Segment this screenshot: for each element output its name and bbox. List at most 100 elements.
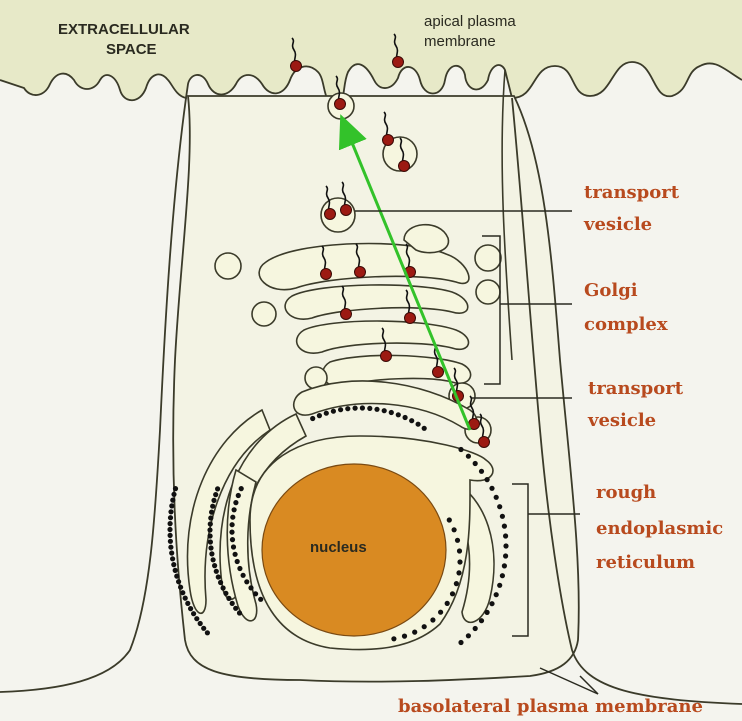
label-rough-er-2: endoplasmic [596,518,723,539]
ribosome-dot [173,486,178,491]
protein-dot [433,367,444,378]
ribosome-dot [458,447,463,452]
ribosome-dot [500,573,505,578]
label-basolateral-membrane: basolateral plasma membrane [398,696,703,717]
label-transport-vesicle-bottom: transport [588,378,684,399]
ribosome-dot [208,521,213,526]
ribosome-dot [402,634,407,639]
ribosome-dot [209,509,214,514]
ribosome-dot [489,486,494,491]
label-golgi: Golgi [584,280,638,301]
ribosome-dot [454,581,459,586]
ribosome-dot [208,515,213,520]
ribosome-dot [205,630,210,635]
ribosome-dot [331,409,336,414]
ribosome-dot [230,515,235,520]
ribosome-dot [188,606,193,611]
ribosome-dot [457,548,462,553]
protein-dot [399,161,410,172]
ribosome-dot [198,621,203,626]
ribosome-dot [173,568,178,573]
ribosome-dot [466,454,471,459]
ribosome-dot [171,562,176,567]
ribosome-dot [226,596,231,601]
ribosome-dot [457,559,462,564]
ribosome-dot [183,596,188,601]
ribosome-dot [382,408,387,413]
ribosome-dot [221,585,226,590]
ribosome-dot [450,591,455,596]
ribosome-dot [324,411,329,416]
ribosome-dot [191,611,196,616]
ribosome-dot [168,545,173,550]
label-transport-vesicle-bottom-2: vesicle [587,410,656,431]
ribosome-dot [209,551,214,556]
ribosome-dot [466,633,471,638]
ribosome-dot [310,416,315,421]
protein-dot [341,205,352,216]
ribosome-dot [171,492,176,497]
ribosome-dot [502,563,507,568]
ribosome-dot [229,530,234,535]
ribosome-dot [170,498,175,503]
ribosome-dot [360,405,365,410]
ribosome-dot [430,617,435,622]
protein-dot [393,57,404,68]
ribosome-dot [180,590,185,595]
ribosome-dot [494,495,499,500]
label-rough-er: rough [596,482,656,503]
ribosome-dot [479,469,484,474]
ribosome-dot [456,570,461,575]
ribosome-dot [248,585,253,590]
ribosome-dot [169,550,174,555]
ribosome-dot [168,533,173,538]
ribosome-dot [253,591,258,596]
ribosome-dot [208,539,213,544]
ribosome-dot [494,592,499,597]
protein-dot [383,135,394,146]
ribosome-dot [438,610,443,615]
ribosome-dot [409,418,414,423]
ribosome-dot [235,559,240,564]
ribosome-dot [497,583,502,588]
ribosome-dot [236,493,241,498]
ribosome-dot [168,539,173,544]
ribosome-dot [215,486,220,491]
ribosome-dot [239,486,244,491]
ribosome-dot [194,616,199,621]
ribosome-dot [485,477,490,482]
ribosome-dot [258,597,263,602]
ribosome-dot [412,630,417,635]
ribosome-dot [374,407,379,412]
ribosome-dot [452,527,457,532]
ribosome-dot [485,610,490,615]
ribosome-dot [447,517,452,522]
label-apical-membrane: apical plasma [424,13,516,30]
ribosome-dot [216,574,221,579]
ribosome-dot [503,553,508,558]
ribosome-dot [345,406,350,411]
protein-dot [291,61,302,72]
ribosome-dot [503,543,508,548]
label-transport-vesicle-top: transport [584,182,680,203]
ribosome-dot [237,566,242,571]
ribosome-dot [458,640,463,645]
label-nucleus: nucleus [310,539,367,556]
ribosome-dot [317,413,322,418]
ribosome-dot [416,422,421,427]
ribosome-dot [244,579,249,584]
ribosome-dot [176,579,181,584]
ribosome-dot [489,601,494,606]
ribosome-dot [391,636,396,641]
ribosome-dot [214,569,219,574]
ribosome-dot [208,533,213,538]
ribosome-dot [174,574,179,579]
ribosome-dot [201,626,206,631]
ribosome-dot [473,626,478,631]
ribosome-dot [500,514,505,519]
ribosome-dot [367,406,372,411]
ribosome-dot [211,557,216,562]
ribosome-dot [422,426,427,431]
ribosome-dot [237,610,242,615]
ribosome-dot [230,601,235,606]
